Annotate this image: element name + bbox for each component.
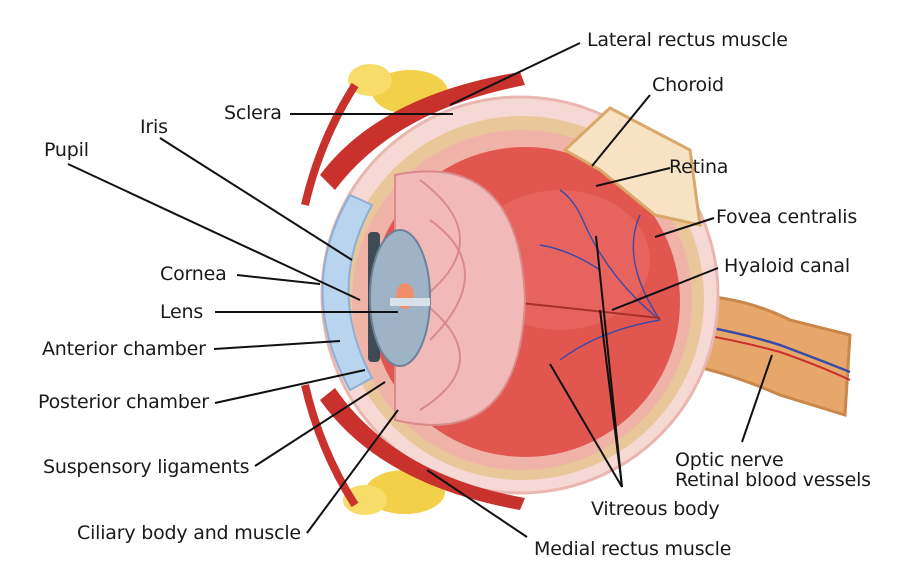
medial-rectus-shape — [320, 388, 525, 510]
lateral-rectus-shape — [320, 72, 525, 190]
retinal-vessels — [539, 189, 661, 361]
label-iris: Iris — [140, 116, 168, 138]
label-choroid: Choroid — [652, 74, 724, 96]
label-pupil: Pupil — [44, 139, 89, 161]
label-posterior-chamber: Posterior chamber — [38, 391, 209, 413]
label-fovea-centralis: Fovea centralis — [716, 206, 858, 228]
label-medial-rectus-muscle: Medial rectus muscle — [534, 538, 732, 560]
label-vitreous-body: Vitreous body — [591, 498, 720, 520]
label-lens: Lens — [160, 301, 204, 323]
label-optic-nerve: Optic nerve — [675, 449, 784, 471]
label-anterior-chamber: Anterior chamber — [42, 338, 206, 360]
label-sclera: Sclera — [224, 102, 282, 124]
label-ciliary-body-and-muscle: Ciliary body and muscle — [77, 522, 301, 544]
label-retinal-blood-vessels: Retinal blood vessels — [675, 469, 871, 491]
label-hyaloid-canal: Hyaloid canal — [724, 255, 850, 277]
label-retina: Retina — [669, 156, 729, 178]
ciliary-body — [394, 170, 527, 426]
label-suspensory-ligaments: Suspensory ligaments — [43, 456, 250, 478]
label-lateral-rectus-muscle: Lateral rectus muscle — [587, 29, 788, 51]
cutaway-section — [562, 106, 702, 227]
label-cornea: Cornea — [160, 263, 227, 285]
leader-lines — [67, 42, 773, 538]
